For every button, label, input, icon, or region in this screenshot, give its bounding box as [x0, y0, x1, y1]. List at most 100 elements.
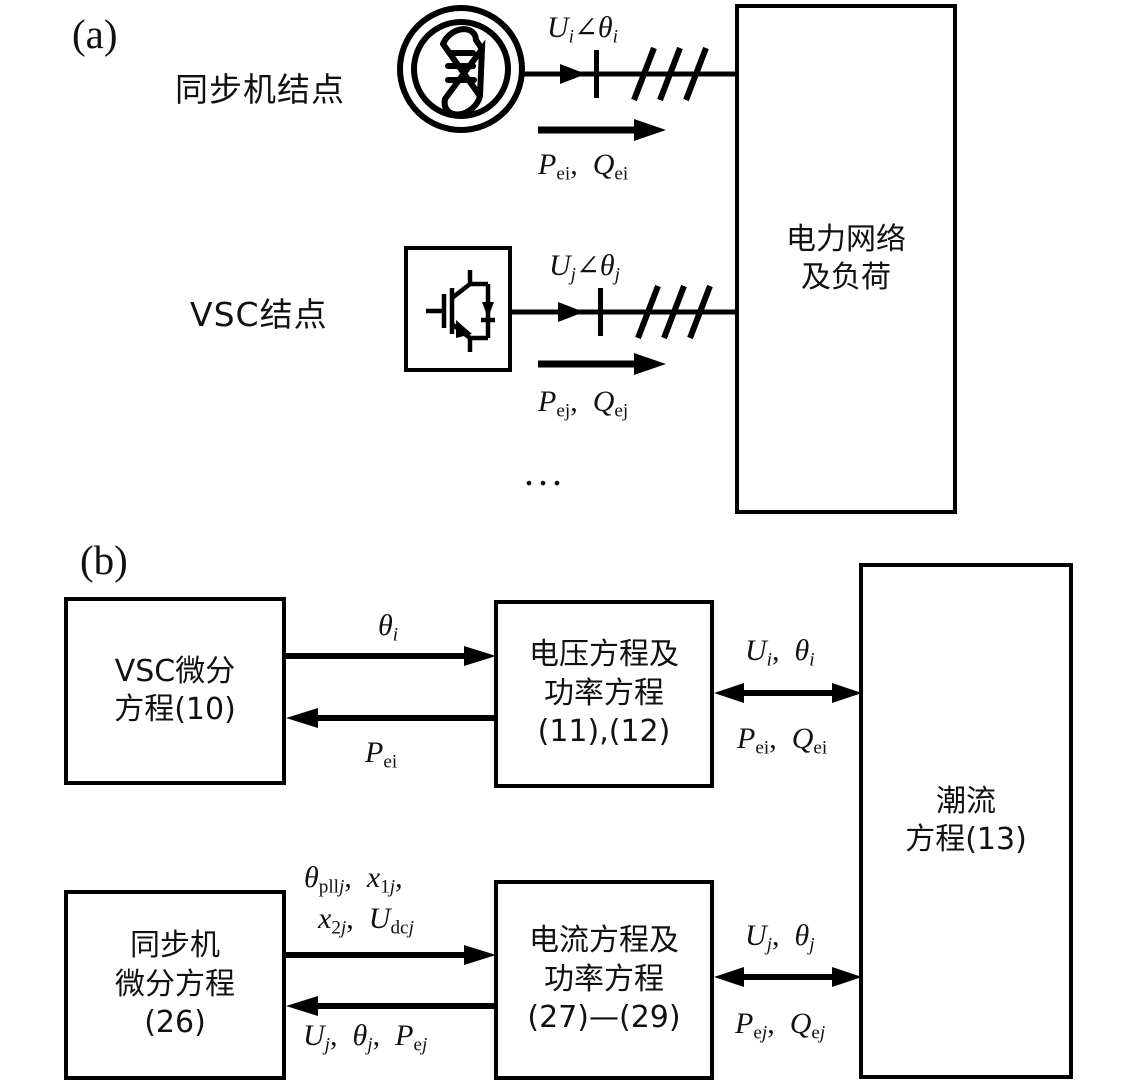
u-theta-j-label: Uj, θj	[745, 918, 815, 957]
comma-7: ,	[372, 1019, 396, 1052]
uj-base: U	[303, 1019, 325, 1052]
p-ei-sub: ei	[383, 751, 398, 773]
thetaj-sub-2: j	[809, 934, 815, 956]
sync-p: P	[538, 148, 557, 181]
udcj-sub: dcj	[390, 917, 414, 939]
sync-node-label: 同步机结点	[175, 70, 345, 109]
comma-9: ,	[767, 1007, 790, 1040]
voltage-power-label: 电压方程及 功率方程 (11),(12)	[498, 636, 710, 751]
vsc-voltage-u: U	[549, 249, 571, 282]
power-flow-equations-box: 潮流 方程(13)	[859, 563, 1073, 1079]
transformer-icon-vsc	[598, 288, 603, 336]
vsc-differential-equations-box: VSC微分 方程(10)	[64, 597, 286, 785]
p-ei-base: P	[365, 736, 384, 769]
p-q-ei-label: Pei, Qei	[737, 721, 827, 760]
vsc-diff-line2: 方程(10)	[114, 692, 236, 727]
sync-voltage-label: Ui∠θi	[547, 10, 618, 49]
sync-theta-sub: i	[612, 26, 618, 48]
vsc-power-arrow	[538, 352, 666, 376]
vsc-voltage-label: Uj∠θj	[549, 248, 620, 287]
comma-8: ,	[772, 919, 795, 952]
lower-bidirectional-arrow	[714, 966, 862, 988]
current-power-line2: 功率方程	[544, 961, 664, 997]
uj-base-2: U	[745, 919, 767, 952]
power-flow-line1: 潮流	[936, 783, 996, 819]
sync-inputs-arrow	[286, 995, 496, 1017]
network-label-line1: 电力网络	[786, 221, 906, 257]
sync-outputs-arrow	[286, 944, 496, 966]
network-label-line2: 及负荷	[801, 260, 891, 295]
voltage-power-line2: 功率方程	[544, 675, 664, 711]
vsc-voltage-u-sub: j	[570, 264, 577, 286]
sync-power-label: Pei, Qei	[538, 147, 628, 186]
current-power-label: 电流方程及 功率方程 (27)—(29)	[498, 922, 710, 1037]
power-flow-line2: 方程(13)	[905, 822, 1027, 857]
sync-diff-line2: 微分方程	[115, 966, 235, 1002]
comma-3: ,	[344, 861, 367, 894]
sync-diff-label: 同步机 微分方程 (26)	[68, 927, 282, 1042]
p-ei-label: Pei	[365, 735, 397, 774]
x1j-base: x	[366, 861, 381, 894]
pej-sub: ej	[413, 1034, 428, 1056]
vsc-power-comma: ,	[570, 385, 593, 418]
vsc-theta: θ	[599, 249, 615, 282]
u-theta-i-label: Ui, θi	[745, 633, 815, 672]
vsc-converter-box	[404, 246, 512, 372]
vsc-node-label: VSC结点	[190, 295, 328, 334]
sync-differential-equations-box: 同步机 微分方程 (26)	[64, 890, 286, 1080]
pej-sub-2: ej	[753, 1022, 768, 1044]
sync-power-arrow	[538, 118, 666, 142]
vsc-diff-label: VSC微分 方程(10)	[68, 653, 282, 730]
theta-i-base-2: θ	[794, 634, 810, 667]
igbt-converter-icon	[422, 264, 498, 358]
theta-pll-sub: pllj	[318, 876, 345, 898]
sync-outputs-label: θpllj, x1j, x2j, Udcj	[304, 860, 414, 940]
pej-base-2: P	[735, 1007, 754, 1040]
p-ei-base-2: P	[737, 722, 756, 755]
x2j-base: x	[318, 902, 332, 936]
theta-pll-base: θ	[304, 861, 319, 894]
u-i-base: U	[745, 634, 767, 667]
p-ei-arrow	[286, 707, 496, 729]
theta-i-sub-2: i	[809, 649, 815, 671]
power-flow-label: 潮流 方程(13)	[863, 783, 1069, 860]
p-ei-sub-2: ei	[755, 737, 770, 759]
voltage-power-line1: 电压方程及	[529, 637, 679, 673]
p-q-ej-label: Pej, Qej	[735, 1006, 825, 1045]
panel-a-label: (a)	[72, 11, 118, 57]
theta-i-arrow	[286, 645, 496, 667]
sync-diff-line1: 同步机	[130, 928, 220, 964]
comma-1: ,	[772, 634, 795, 667]
vsc-q-sub: ej	[614, 400, 629, 422]
branch-ellipsis: ...	[524, 449, 566, 494]
theta-i-base: θ	[378, 609, 393, 642]
uj-sub: j	[324, 1034, 331, 1056]
comma-2: ,	[769, 722, 792, 755]
angle-symbol-vsc: ∠	[576, 251, 600, 282]
transmission-line-icon-vsc	[635, 284, 722, 342]
vsc-power-label: Pej, Qej	[538, 384, 628, 423]
network-and-load-box: 电力网络 及负荷	[735, 4, 957, 514]
vsc-p-sub: ej	[556, 400, 571, 422]
sync-theta: θ	[597, 11, 613, 44]
transmission-line-icon	[631, 46, 718, 104]
comma-4: ,	[395, 861, 403, 894]
vsc-q: Q	[592, 385, 615, 418]
thetaj-base: θ	[352, 1019, 368, 1052]
sync-inputs-label: Uj, θj, Pej	[303, 1018, 427, 1057]
angle-symbol: ∠	[574, 13, 598, 44]
sync-p-sub: ei	[556, 163, 571, 185]
theta-i-sub: i	[392, 624, 399, 646]
qej-sub: ej	[811, 1022, 826, 1044]
network-and-load-label: 电力网络 及负荷	[739, 221, 953, 298]
thetaj-sub: j	[367, 1034, 373, 1056]
vsc-p: P	[538, 385, 557, 418]
panel-b-label: (b)	[80, 537, 128, 583]
theta-i-label: θi	[378, 608, 398, 647]
vsc-diff-line1: VSC微分	[114, 653, 236, 689]
thetaj-base-2: θ	[794, 919, 810, 952]
q-ei-base: Q	[791, 722, 814, 755]
vsc-theta-sub: j	[614, 264, 620, 286]
comma-6: ,	[330, 1019, 353, 1052]
